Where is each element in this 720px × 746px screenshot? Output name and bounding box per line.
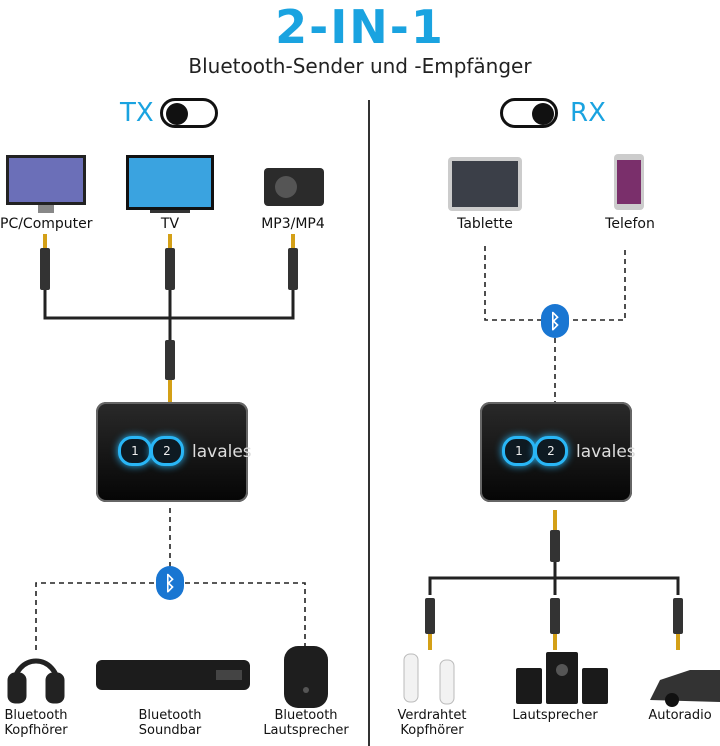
tv-icon bbox=[126, 155, 214, 213]
monitor-icon bbox=[6, 155, 86, 213]
tablet-icon bbox=[448, 157, 522, 211]
toggle-knob bbox=[532, 103, 554, 125]
label-line: Kopfhörer bbox=[4, 723, 68, 738]
page-title: 2-IN-1 bbox=[275, 0, 445, 54]
speaker-set-icon bbox=[516, 652, 608, 704]
source-label-phone: Telefon bbox=[605, 216, 655, 232]
page-subtitle: Bluetooth-Sender und -Empfänger bbox=[188, 54, 532, 78]
output-label-soundbar: Bluetooth Soundbar bbox=[130, 708, 210, 738]
output-label-car: Autoradio bbox=[640, 708, 720, 723]
source-label-tablet: Tablette bbox=[457, 216, 513, 232]
tx-device: 1 2 lavales bbox=[96, 402, 252, 502]
tx-mode-label: TX bbox=[120, 98, 154, 128]
label-line: Verdrahtet bbox=[397, 708, 467, 723]
bluetooth-icon: ᛒ bbox=[541, 304, 569, 338]
device-brand: lavales bbox=[192, 442, 252, 462]
channel-2-button[interactable]: 2 bbox=[150, 436, 184, 466]
label-line: Bluetooth bbox=[274, 708, 338, 723]
soundbar-icon bbox=[96, 660, 250, 690]
label-line: Autoradio bbox=[648, 708, 712, 723]
rx-mode-label: RX bbox=[570, 98, 606, 128]
label-line: Lautsprecher bbox=[512, 708, 598, 723]
channel-1-button[interactable]: 1 bbox=[118, 436, 152, 466]
earbuds-icon bbox=[403, 653, 455, 705]
label-line: Bluetooth bbox=[138, 708, 202, 723]
aux-plug-icon bbox=[40, 248, 683, 634]
tx-toggle[interactable] bbox=[160, 98, 218, 128]
channel-1-button[interactable]: 1 bbox=[502, 436, 536, 466]
car-icon bbox=[650, 670, 720, 707]
source-label-mp3: MP3/MP4 bbox=[261, 216, 325, 232]
output-label-headphones: Bluetooth Kopfhörer bbox=[0, 708, 72, 738]
label-line: Bluetooth bbox=[4, 708, 68, 723]
output-label-speakers: Lautsprecher bbox=[510, 708, 600, 723]
phone-icon bbox=[614, 154, 644, 210]
channel-2-button[interactable]: 2 bbox=[534, 436, 568, 466]
rx-toggle[interactable] bbox=[500, 98, 558, 128]
toggle-knob bbox=[166, 103, 188, 125]
label-line: Kopfhörer bbox=[400, 723, 464, 738]
label-line: Lautsprecher bbox=[263, 723, 349, 738]
bluetooth-icon: ᛒ bbox=[156, 566, 184, 600]
label-line: Soundbar bbox=[138, 723, 202, 738]
mp3-player-icon bbox=[264, 168, 324, 206]
output-label-speaker: Bluetooth Lautsprecher bbox=[262, 708, 350, 738]
source-label-tv: TV bbox=[160, 216, 180, 232]
source-label-pc: PC/Computer bbox=[0, 216, 93, 232]
headphones-icon bbox=[7, 658, 65, 704]
rx-device: 1 2 lavales bbox=[480, 402, 636, 502]
speaker-icon bbox=[284, 646, 328, 708]
output-label-wired-headphones: Verdrahtet Kopfhörer bbox=[392, 708, 472, 738]
device-brand: lavales bbox=[576, 442, 636, 462]
section-divider bbox=[368, 100, 370, 746]
